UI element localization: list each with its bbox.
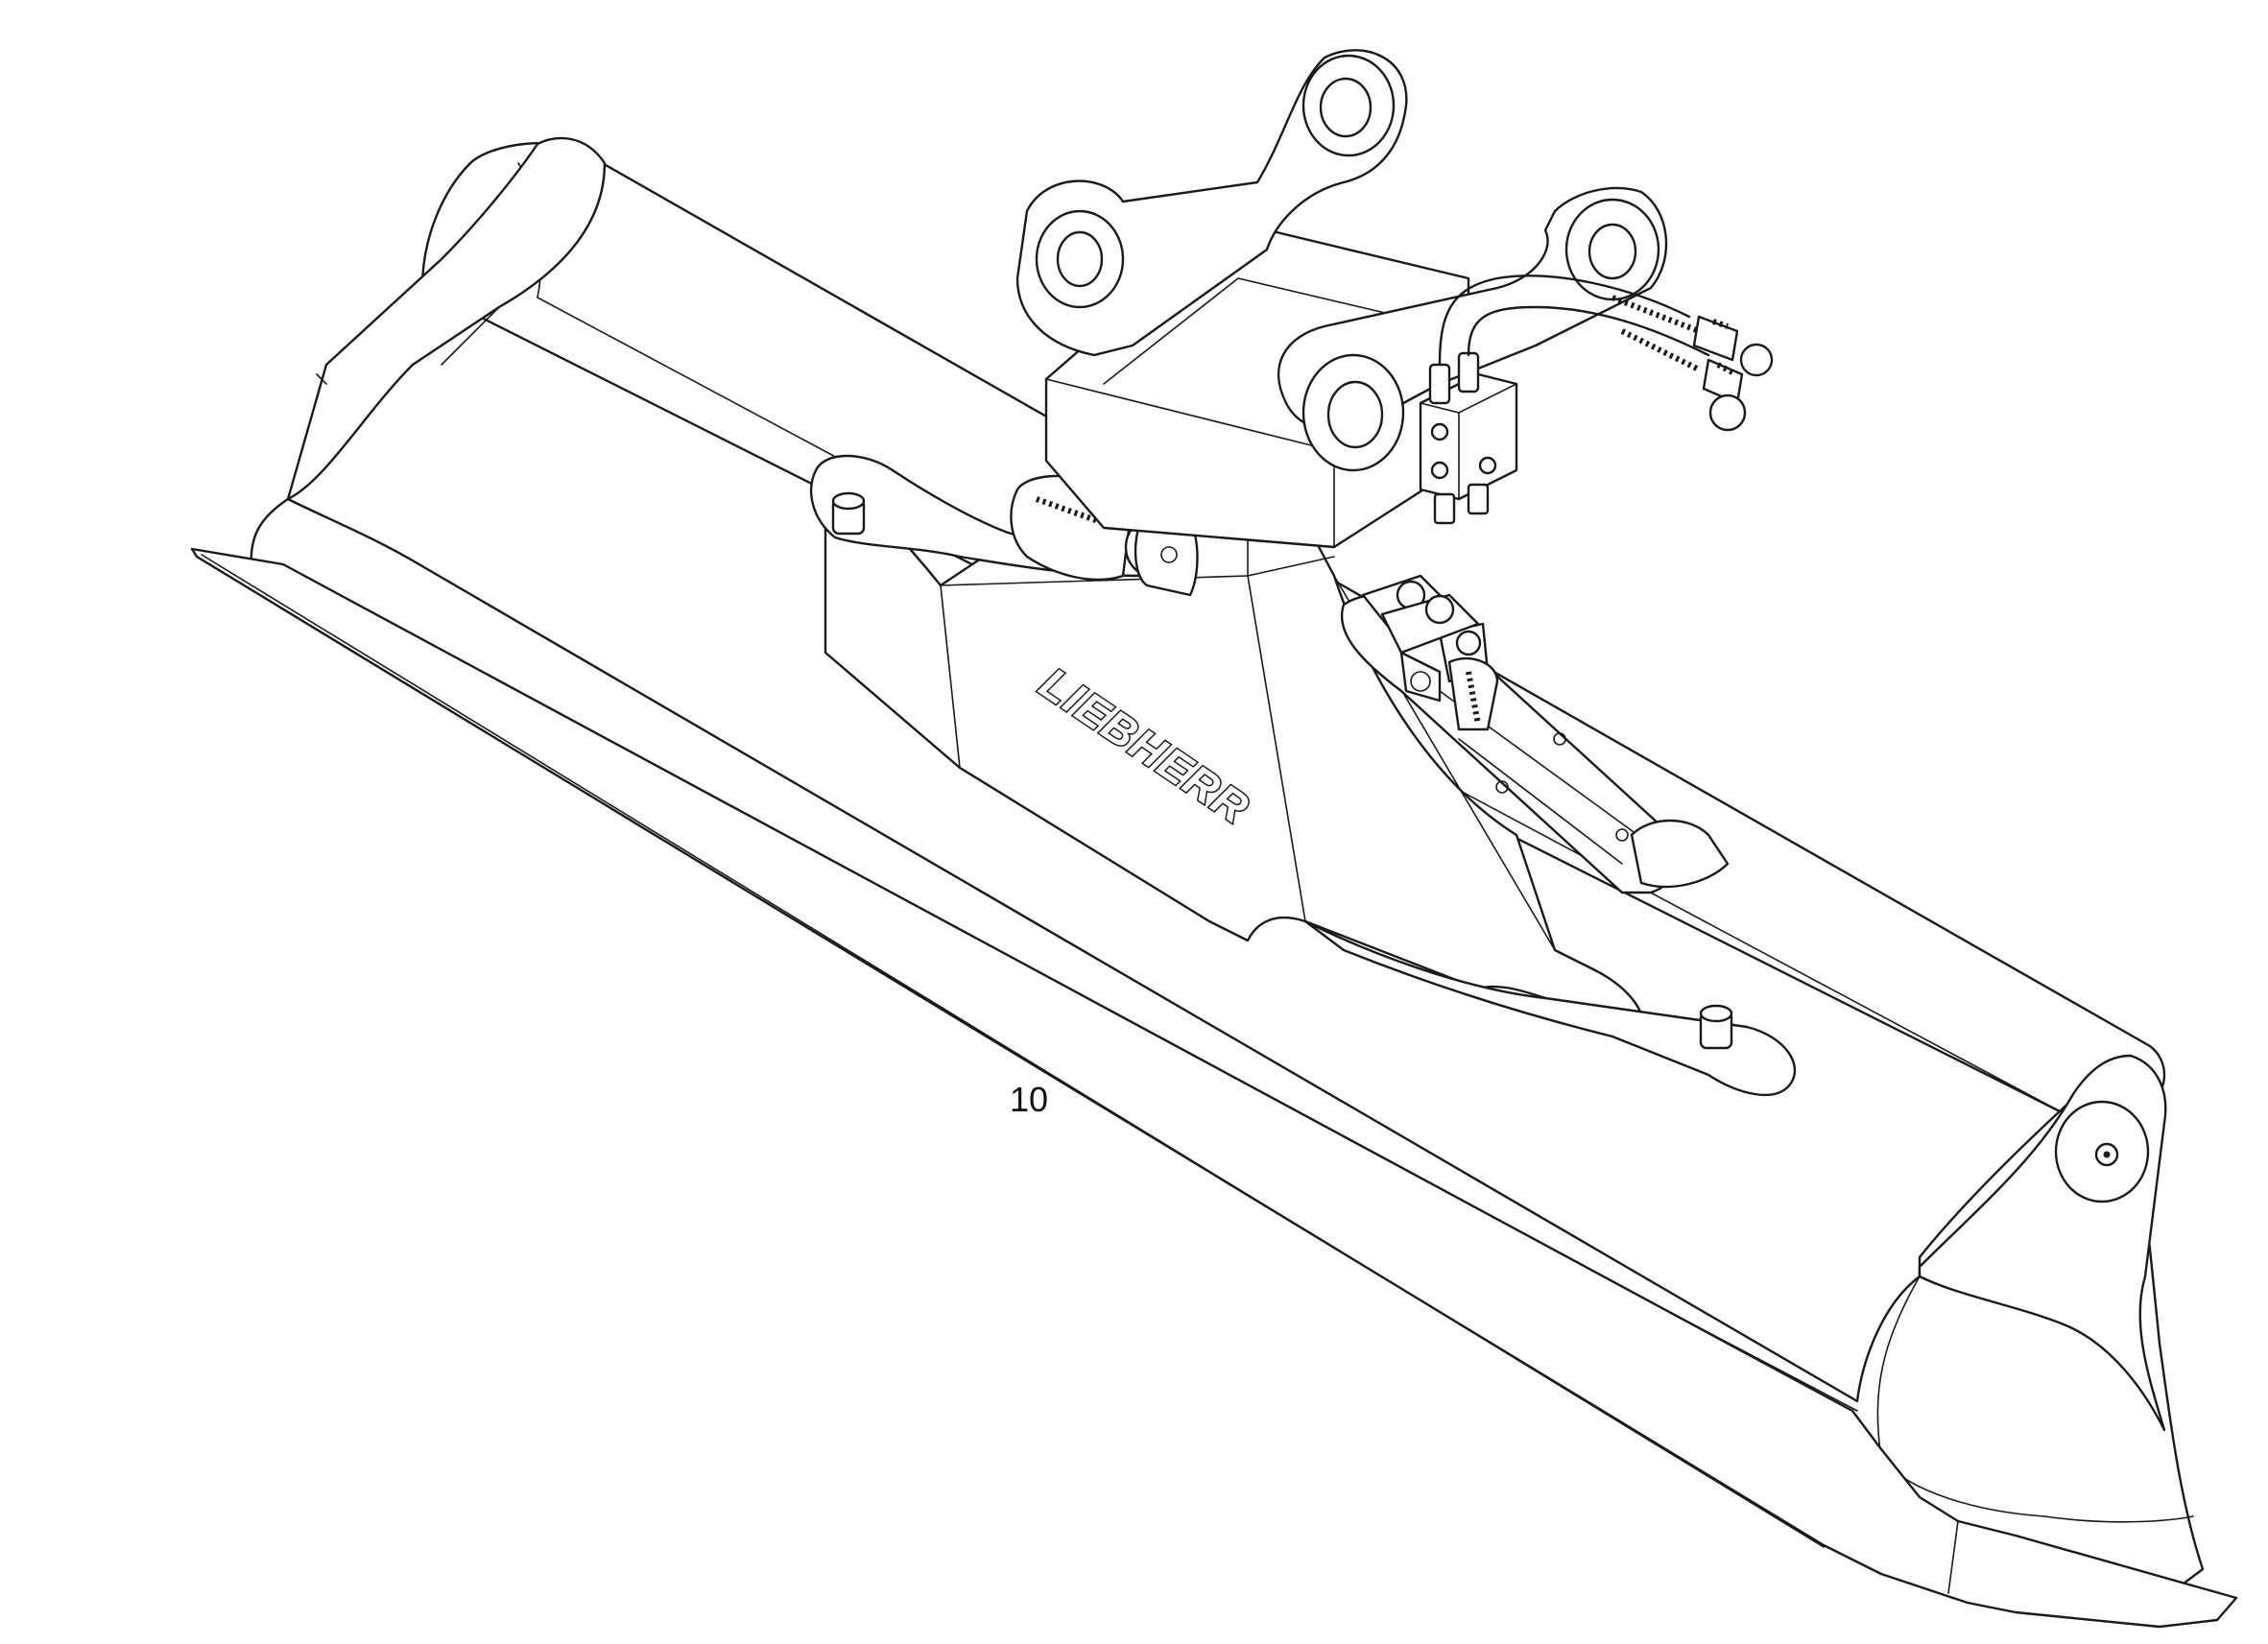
- hydraulic-hoses: [1438, 274, 1710, 372]
- cutting-edge: [190, 547, 2238, 1629]
- bucket-left-end-plate: [286, 136, 607, 501]
- coupling-cap-lower: [1708, 393, 1747, 432]
- right-cylinder-spring-unit: [1380, 593, 1499, 731]
- hydraulic-valve-block: [1419, 351, 1518, 525]
- coupling-cap-upper: [1739, 343, 1774, 377]
- callout-label-10: 10: [1010, 1080, 1049, 1119]
- bucket-right-end-plate: [1918, 1054, 2167, 1432]
- right-link-arm: [1303, 919, 1797, 1097]
- coupler-lug-right: [1277, 186, 1668, 472]
- hose-quick-couplings: [1692, 315, 1774, 432]
- coupler-lug-left: [1015, 49, 1408, 357]
